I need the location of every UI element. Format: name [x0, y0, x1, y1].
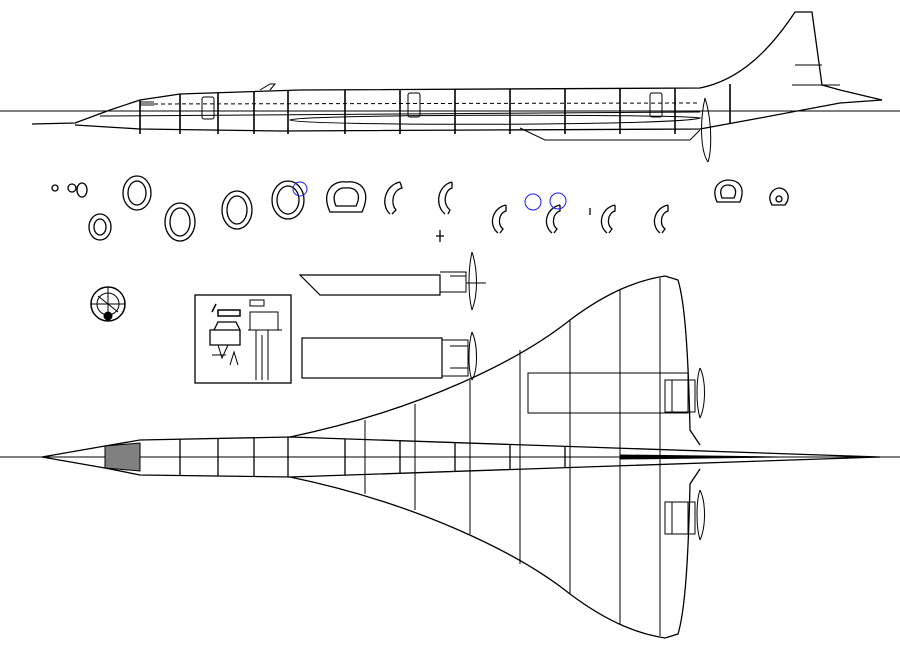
cockpit-window — [140, 101, 154, 106]
inset-detail — [194, 294, 292, 384]
wing-ribs — [140, 278, 880, 636]
side-upper-outline — [31, 11, 883, 125]
door-front — [201, 96, 215, 120]
cockpit-area — [104, 442, 141, 472]
wing-side-section — [289, 114, 702, 125]
elevon-panel — [527, 372, 689, 414]
door-rear — [649, 92, 663, 118]
top-view — [0, 275, 900, 639]
aerial — [259, 83, 277, 91]
propeller-side — [701, 97, 712, 163]
nacelle-details — [298, 251, 486, 381]
nacelle-side — [519, 127, 701, 141]
nacelles-top — [664, 367, 705, 541]
wing-upper — [289, 275, 701, 446]
nose-detail — [90, 286, 126, 322]
wing-lower — [289, 468, 701, 639]
side-view — [0, 11, 900, 163]
side-formers — [139, 84, 731, 134]
former-cross-sections — [51, 175, 789, 242]
door-mid — [407, 92, 421, 118]
highlight-circles — [292, 181, 567, 211]
